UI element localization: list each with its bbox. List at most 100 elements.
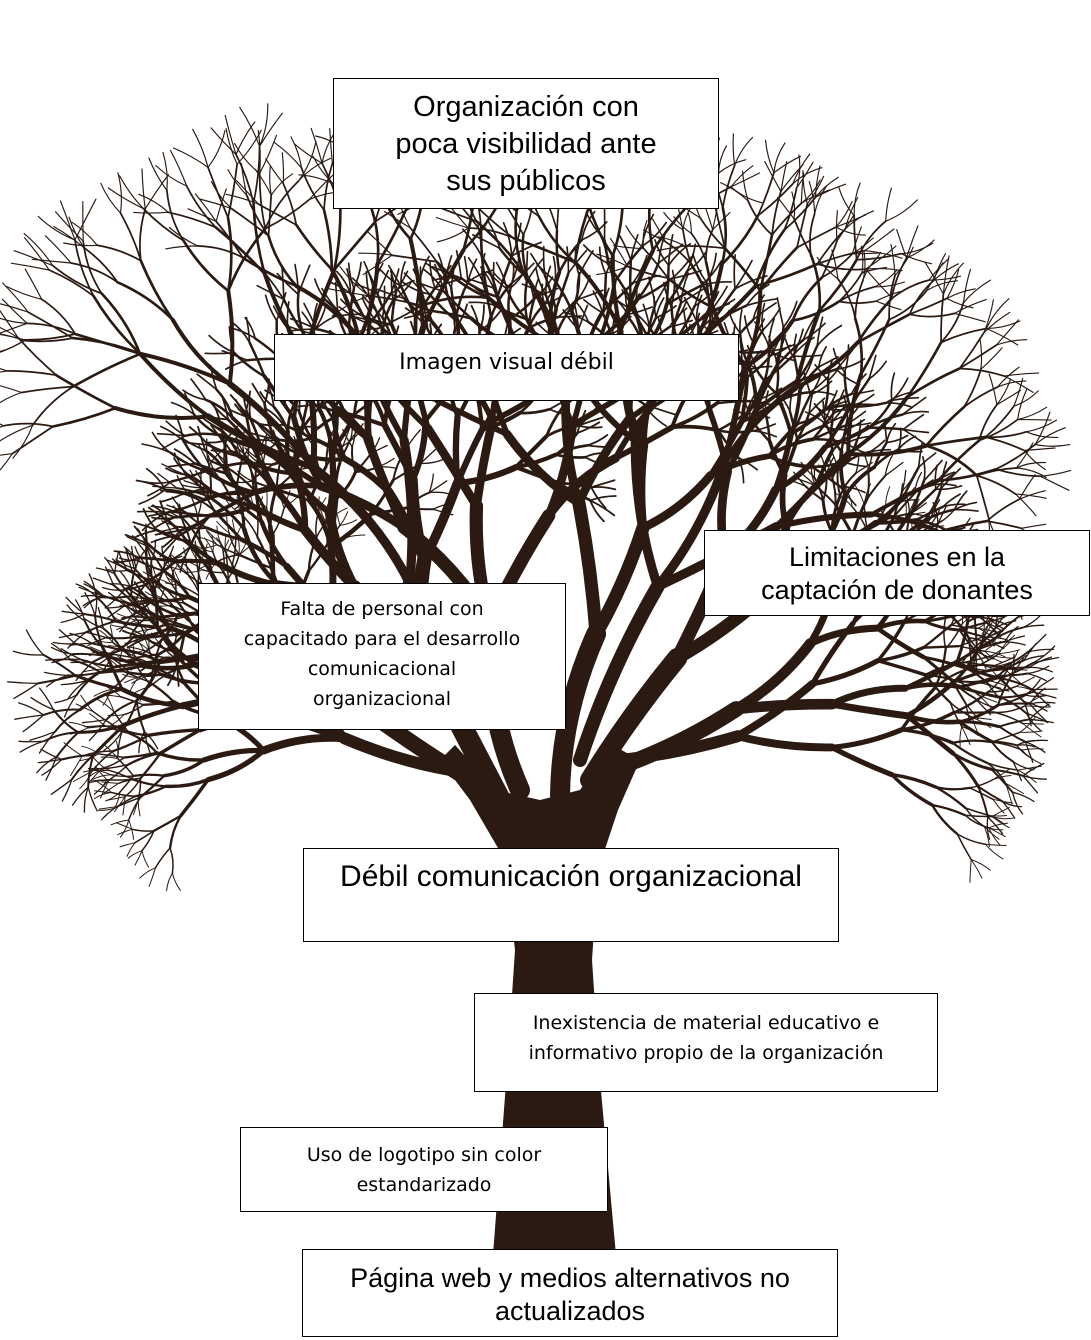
branch (1028, 666, 1053, 673)
branch (225, 536, 235, 554)
branch (851, 226, 862, 255)
branch (809, 212, 816, 256)
branch (959, 726, 963, 747)
branch (1000, 690, 1034, 699)
branch (752, 302, 777, 321)
branch (235, 153, 255, 204)
branch (1022, 775, 1047, 780)
branch (151, 632, 161, 645)
branch (630, 436, 663, 592)
branch (742, 288, 763, 370)
branch (752, 294, 765, 321)
branch (467, 258, 478, 284)
branch (106, 686, 122, 698)
branch (953, 490, 968, 511)
branch (742, 397, 752, 421)
branch (795, 154, 801, 189)
branch (975, 474, 990, 520)
branch (109, 773, 135, 778)
branch (889, 772, 934, 807)
branch (479, 229, 490, 300)
branch (196, 462, 217, 475)
branch (155, 751, 207, 762)
branch (1024, 678, 1041, 696)
branch (902, 682, 962, 691)
branch (598, 246, 607, 276)
branch (295, 465, 312, 503)
branch (628, 259, 633, 300)
branch (868, 354, 877, 380)
branch (823, 379, 830, 412)
branch (574, 413, 635, 508)
branch (234, 495, 251, 510)
branch (148, 157, 168, 191)
branch (747, 200, 773, 236)
branch (582, 244, 609, 265)
branch (256, 535, 273, 570)
branch (226, 380, 317, 471)
branch (222, 551, 225, 574)
branch (266, 487, 268, 509)
branch (297, 157, 332, 183)
branch (1019, 730, 1043, 733)
branch (142, 540, 152, 563)
branch (1025, 419, 1058, 433)
branch (87, 725, 116, 729)
branch (1039, 475, 1070, 491)
branch (118, 175, 144, 210)
branch (869, 448, 892, 453)
branch (937, 467, 998, 482)
branch (835, 210, 838, 242)
branch (883, 500, 903, 521)
branch (83, 786, 89, 813)
branch (205, 562, 217, 580)
branch (699, 216, 726, 250)
branch (254, 168, 272, 196)
branch (123, 704, 145, 716)
branch (184, 511, 208, 529)
branch (828, 700, 910, 720)
limitaciones-text: Limitaciones en la captación de donantes (761, 542, 1033, 605)
branch (631, 254, 648, 285)
branch (791, 354, 823, 358)
branch (972, 717, 992, 729)
branch (626, 265, 669, 279)
branch (168, 226, 199, 247)
branch (973, 619, 979, 651)
branch (210, 181, 232, 210)
branch (324, 504, 329, 522)
branch (154, 529, 182, 536)
branch (745, 283, 770, 307)
branch (196, 373, 218, 391)
branch (162, 758, 207, 778)
branch (934, 647, 947, 689)
branch (13, 250, 54, 267)
branch (147, 633, 150, 651)
branch (38, 731, 56, 754)
branch (764, 139, 775, 174)
branch (838, 186, 855, 217)
branch (796, 203, 809, 249)
branch (962, 268, 971, 304)
branch (510, 241, 543, 257)
branch (334, 281, 339, 312)
branch (339, 266, 370, 297)
branch (81, 745, 99, 755)
branch (92, 577, 115, 586)
branch (428, 480, 448, 494)
branch (419, 458, 445, 465)
branch (144, 174, 170, 210)
branch (81, 718, 108, 724)
branch (984, 640, 1002, 652)
branch (0, 391, 23, 404)
branch (144, 591, 162, 600)
branch (127, 649, 145, 656)
branch (170, 401, 196, 416)
branch (23, 337, 74, 343)
branch (958, 331, 985, 370)
branch (431, 309, 473, 320)
branch (165, 622, 169, 639)
branch (6, 370, 58, 377)
branch (666, 276, 715, 309)
branch (621, 289, 634, 313)
